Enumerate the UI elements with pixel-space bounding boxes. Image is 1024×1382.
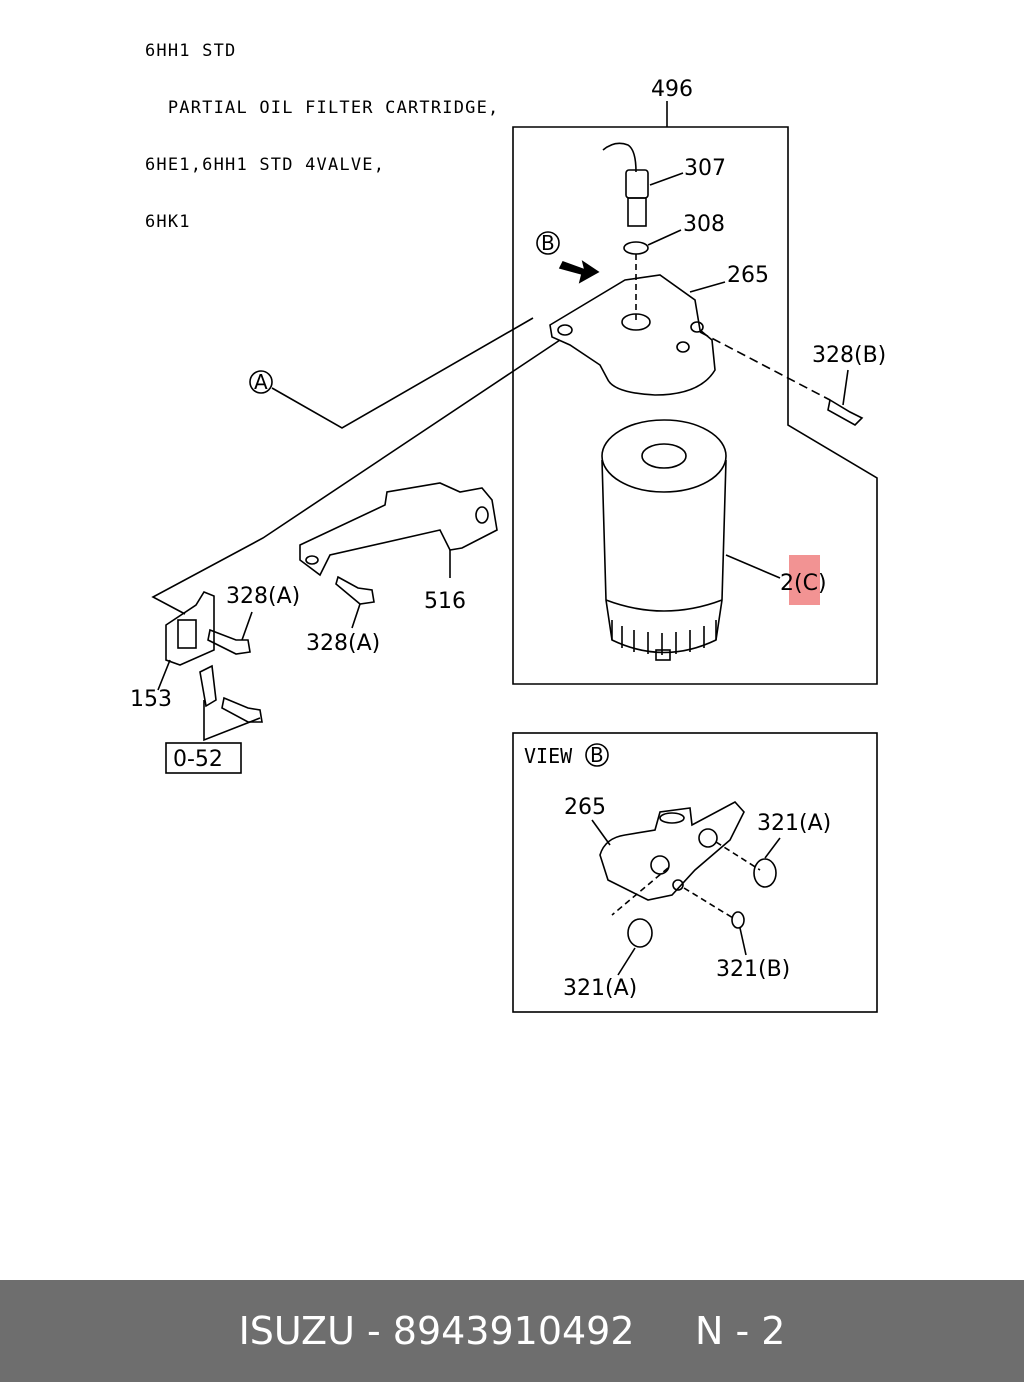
diagram-header: 6HH1 STD PARTIAL OIL FILTER CARTRIDGE, 6… [145, 4, 499, 251]
part-highlight [789, 555, 820, 605]
filter-cartridge-2c [601, 459, 727, 654]
bolt-328b [827, 398, 864, 426]
header-line: 6HE1,6HH1 STD 4VALVE, [145, 155, 386, 175]
callout-307: 307 [684, 156, 726, 181]
bolt-328a-2 [207, 628, 251, 655]
head-bolt-hole [676, 341, 690, 353]
callout-265: 265 [727, 263, 769, 288]
header-line: PARTIAL OIL FILTER CARTRIDGE, [145, 98, 500, 118]
header-line: 6HK1 [145, 212, 191, 232]
callout-328a: 328(A) [226, 584, 300, 609]
oring-308 [623, 241, 649, 255]
sensor-307 [625, 169, 649, 199]
callout-265-view: 265 [564, 795, 606, 820]
footer-spacer [635, 1309, 695, 1353]
ref-a-circle [249, 370, 273, 394]
view-arrow-icon [558, 260, 600, 284]
footer-separator: - [354, 1309, 393, 1353]
bracket-153 [165, 591, 215, 666]
footer-page: N - 2 [694, 1309, 786, 1353]
view-b-frame [512, 732, 878, 1013]
ref-a-label: A [254, 370, 268, 394]
oring-321a-2 [753, 858, 777, 888]
sensor-body [627, 197, 647, 227]
callout-308: 308 [683, 212, 725, 237]
callout-328b: 328(B) [812, 343, 886, 368]
filter-cartridge-top [601, 419, 727, 493]
clip [199, 664, 217, 708]
footer-part-number: 8943910492 [392, 1309, 635, 1353]
ref-b-label: B [541, 231, 555, 255]
callout-153: 153 [130, 687, 172, 712]
oring-321a-1 [627, 918, 653, 948]
sensor-wire [602, 142, 637, 173]
assembly-frame [512, 126, 878, 685]
bracket-516 [299, 482, 498, 577]
callout-496: 496 [651, 77, 693, 102]
footer-brand: ISUZU [238, 1309, 355, 1353]
oring-321b [731, 911, 745, 929]
callout-321b: 321(B) [716, 957, 790, 982]
drain-plug [655, 649, 671, 661]
header-line: 6HH1 STD [145, 41, 237, 61]
callout-321a: 321(A) [757, 811, 831, 836]
filter-head-265 [549, 274, 716, 396]
callout-052: 0-52 [173, 747, 223, 772]
callout-328a: 328(A) [306, 631, 380, 656]
ref-box-052 [165, 742, 242, 774]
callout-321a: 321(A) [563, 976, 637, 1001]
parts-diagram: 496 307 308 265 328(B) 2(C) 516 328(A) 3… [130, 77, 886, 1013]
ref-b-circle [536, 231, 560, 255]
view-b-ref: B [590, 743, 604, 767]
bolt-052 [221, 696, 263, 723]
head-bolt-hole [690, 321, 704, 333]
callout-2c: 2(C) [780, 571, 827, 596]
callout-516: 516 [424, 589, 466, 614]
view-b-title: VIEW [524, 744, 573, 768]
view-b-head-265 [599, 800, 745, 901]
footer-bar: ISUZU - 8943910492 N - 2 [0, 1280, 1024, 1382]
head-bolt-hole [557, 324, 573, 336]
head-port [621, 313, 651, 331]
bolt-328a-1 [335, 575, 375, 605]
